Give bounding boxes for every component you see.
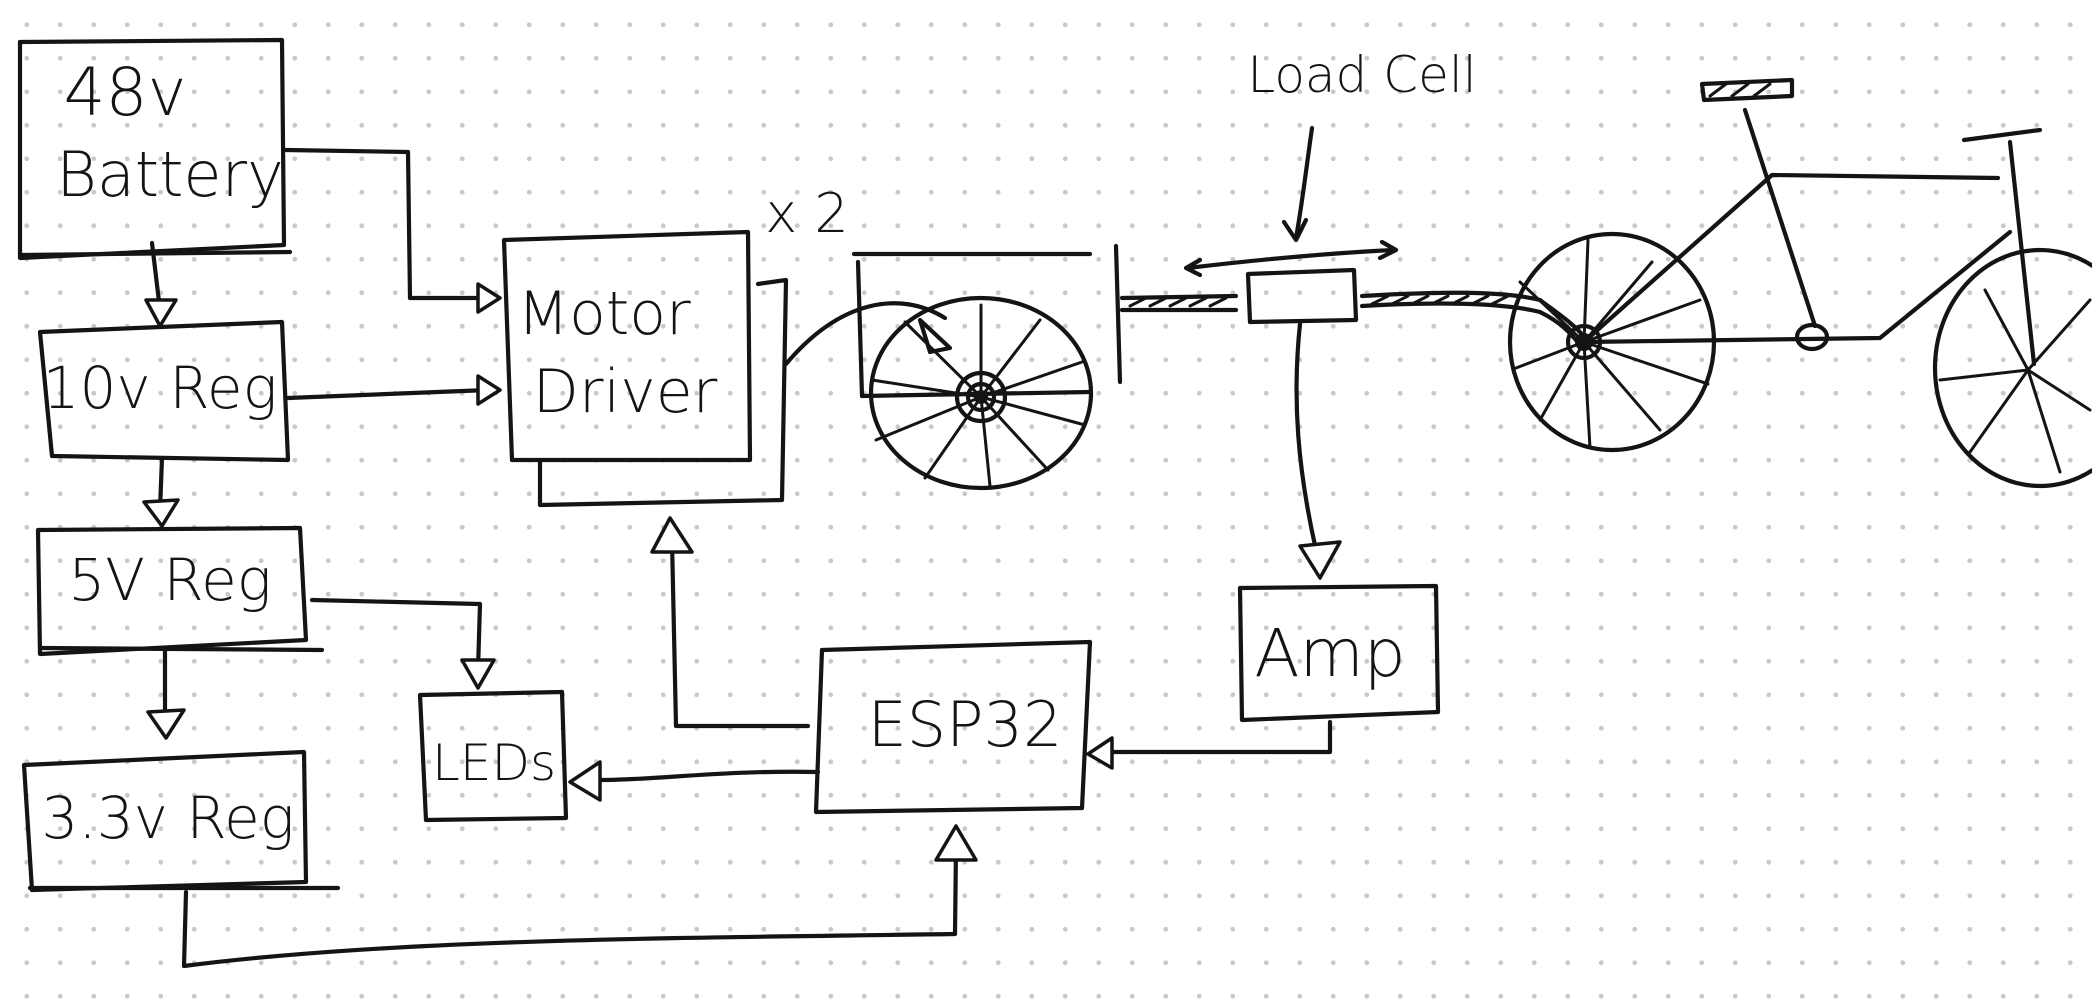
reg-10v-label: 10v Reg <box>43 354 278 422</box>
reg-5v-block: 5V Reg <box>35 525 325 657</box>
load-cell: Load Cell <box>1119 46 1588 348</box>
battery-block: 48v Battery <box>17 37 293 261</box>
motor-driver-label-2: Driver <box>533 357 718 427</box>
leds-label: LEDs <box>432 734 556 792</box>
motor-driver-block: Motor Driver x 2 <box>501 182 849 508</box>
multiplier-label: x 2 <box>765 182 848 245</box>
bicycle <box>1507 77 2092 489</box>
amp-label: Amp <box>1254 615 1405 692</box>
motor-wheel <box>851 243 1123 491</box>
load-cell-label: Load Cell <box>1247 46 1476 104</box>
motor-driver-label-1: Motor <box>517 279 691 349</box>
reg-5v-label: 5V Reg <box>68 546 271 614</box>
reg-3v3-label: 3.3v Reg <box>41 784 294 852</box>
battery-voltage-label: 48v <box>63 54 186 131</box>
amp-block: Amp <box>1237 583 1441 723</box>
reg-10v-block: 10v Reg <box>37 319 291 463</box>
battery-label: Battery <box>56 138 284 211</box>
reg-3v3-block: 3.3v Reg <box>21 749 341 893</box>
esp32-block: ESP32 <box>813 639 1093 815</box>
esp32-label: ESP32 <box>868 688 1063 761</box>
leds-block: LEDs <box>417 689 569 823</box>
arrow-heads <box>142 282 1342 862</box>
connectors <box>149 147 1333 969</box>
